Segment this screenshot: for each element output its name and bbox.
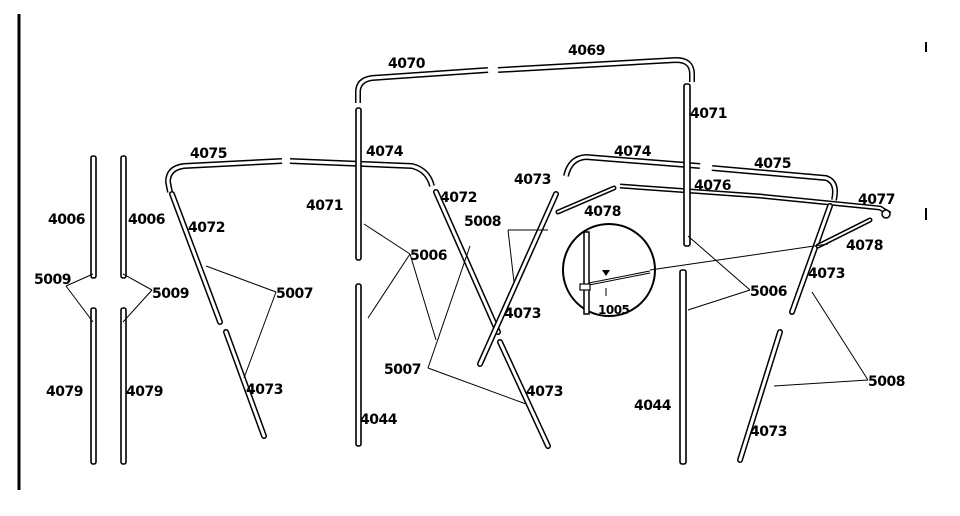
label-4006-a: 4006	[48, 212, 85, 228]
label-5007-b: 5007	[384, 362, 421, 378]
label-4069: 4069	[568, 43, 605, 59]
label-4078-upper: 4078	[584, 204, 621, 220]
label-5009-b: 5009	[152, 286, 189, 302]
label-4044-left: 4044	[360, 412, 398, 428]
side-tubes	[90, 83, 691, 465]
label-4071-left: 4071	[306, 198, 343, 214]
label-5009-a: 5009	[34, 272, 71, 288]
label-5006-b: 5006	[750, 284, 787, 300]
label-5008-a: 5008	[464, 214, 501, 230]
detail-callout-1005	[562, 223, 656, 317]
label-4072-mid: 4072	[440, 190, 477, 206]
label-4072-left: 4072	[188, 220, 225, 236]
label-5008-b: 5008	[868, 374, 905, 390]
label-4078-right: 4078	[846, 238, 883, 254]
label-4073-d: 4073	[526, 384, 563, 400]
label-1005: 1005	[598, 303, 630, 317]
label-4079-a: 4079	[46, 384, 83, 400]
label-5007-a: 5007	[276, 286, 313, 302]
label-4073-a: 4073	[514, 172, 551, 188]
label-4073-c: 4073	[246, 382, 283, 398]
label-4073-e: 4073	[808, 266, 845, 282]
label-4074-left: 4074	[366, 144, 404, 160]
diagonal-tubes	[169, 185, 873, 463]
label-4076: 4076	[694, 178, 731, 194]
label-4073-f: 4073	[750, 424, 787, 440]
label-4075-left: 4075	[190, 146, 227, 162]
label-4073-b: 4073	[504, 306, 541, 322]
label-4075-right: 4075	[754, 156, 791, 172]
bow-4076-4077	[619, 183, 892, 219]
top-bow-4070-4069	[355, 56, 695, 103]
part-number-labels: 4070 4069 4071 4071 4075 4074 4074 4075 …	[34, 43, 905, 440]
label-4077: 4077	[858, 192, 895, 208]
rear-bow-4074-4075	[563, 153, 838, 201]
label-4071-right: 4071	[690, 106, 727, 122]
label-4070: 4070	[388, 56, 426, 72]
label-4006-b: 4006	[128, 212, 165, 228]
label-4074-right: 4074	[614, 144, 652, 160]
label-4044-right: 4044	[634, 398, 672, 414]
front-bow-4075-4074	[164, 158, 435, 193]
label-4079-b: 4079	[126, 384, 163, 400]
label-5006-a: 5006	[410, 248, 447, 264]
leader-lines	[65, 223, 869, 405]
